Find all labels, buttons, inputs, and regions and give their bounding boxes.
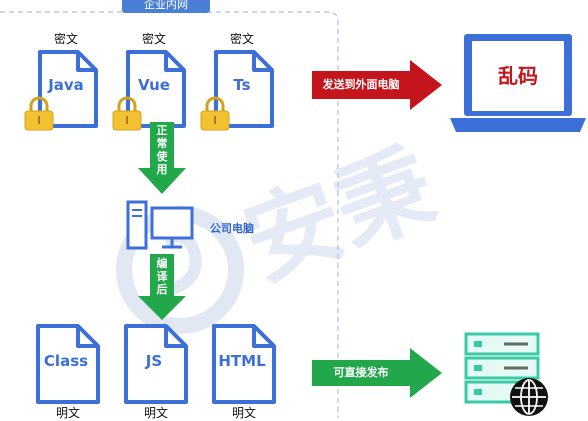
arrow-down-use xyxy=(138,122,186,194)
file-caption: 密文 xyxy=(53,32,78,46)
file-caption: 密文 xyxy=(229,32,254,46)
file-caption: 密文 xyxy=(141,32,166,46)
arrow-down-compile xyxy=(138,254,186,320)
file-caption: 明文 xyxy=(231,406,256,420)
laptop-icon xyxy=(450,34,586,132)
arrow-use-label: 正常使用 xyxy=(156,124,168,176)
arrow-compile-label: 编译后 xyxy=(156,257,168,296)
computer-label: 公司电脑 xyxy=(210,222,254,235)
lock-icon xyxy=(200,96,230,131)
file-name: JS xyxy=(145,352,162,370)
laptop-garbled-text: 乱码 xyxy=(498,64,538,88)
arrow-send-label: 发送到外面电脑 xyxy=(322,78,400,91)
web-server-icon xyxy=(464,332,540,404)
zone-label: 企业内网 xyxy=(122,0,210,13)
file-caption: 明文 xyxy=(143,406,168,420)
file-caption: 明文 xyxy=(55,406,80,420)
file-name: Class xyxy=(44,352,88,370)
file-name: HTML xyxy=(218,352,266,370)
watermark-logo: 安秉 xyxy=(116,140,440,334)
file-icon: HTML xyxy=(212,324,276,404)
arrow-right-publish xyxy=(312,348,442,398)
file-name: Ts xyxy=(233,76,250,94)
file-icon: Class xyxy=(36,324,100,404)
arrow-publish-label: 可直接发布 xyxy=(333,366,389,379)
file-icon: JS xyxy=(124,324,188,404)
lock-icon xyxy=(112,96,142,131)
file-name: Vue xyxy=(138,76,170,94)
globe-icon xyxy=(510,378,548,416)
file-icon: Java xyxy=(38,50,98,128)
file-name: Java xyxy=(47,76,84,94)
arrow-right-send xyxy=(312,60,442,110)
desktop-computer-icon xyxy=(126,200,194,250)
lock-icon xyxy=(24,96,54,131)
